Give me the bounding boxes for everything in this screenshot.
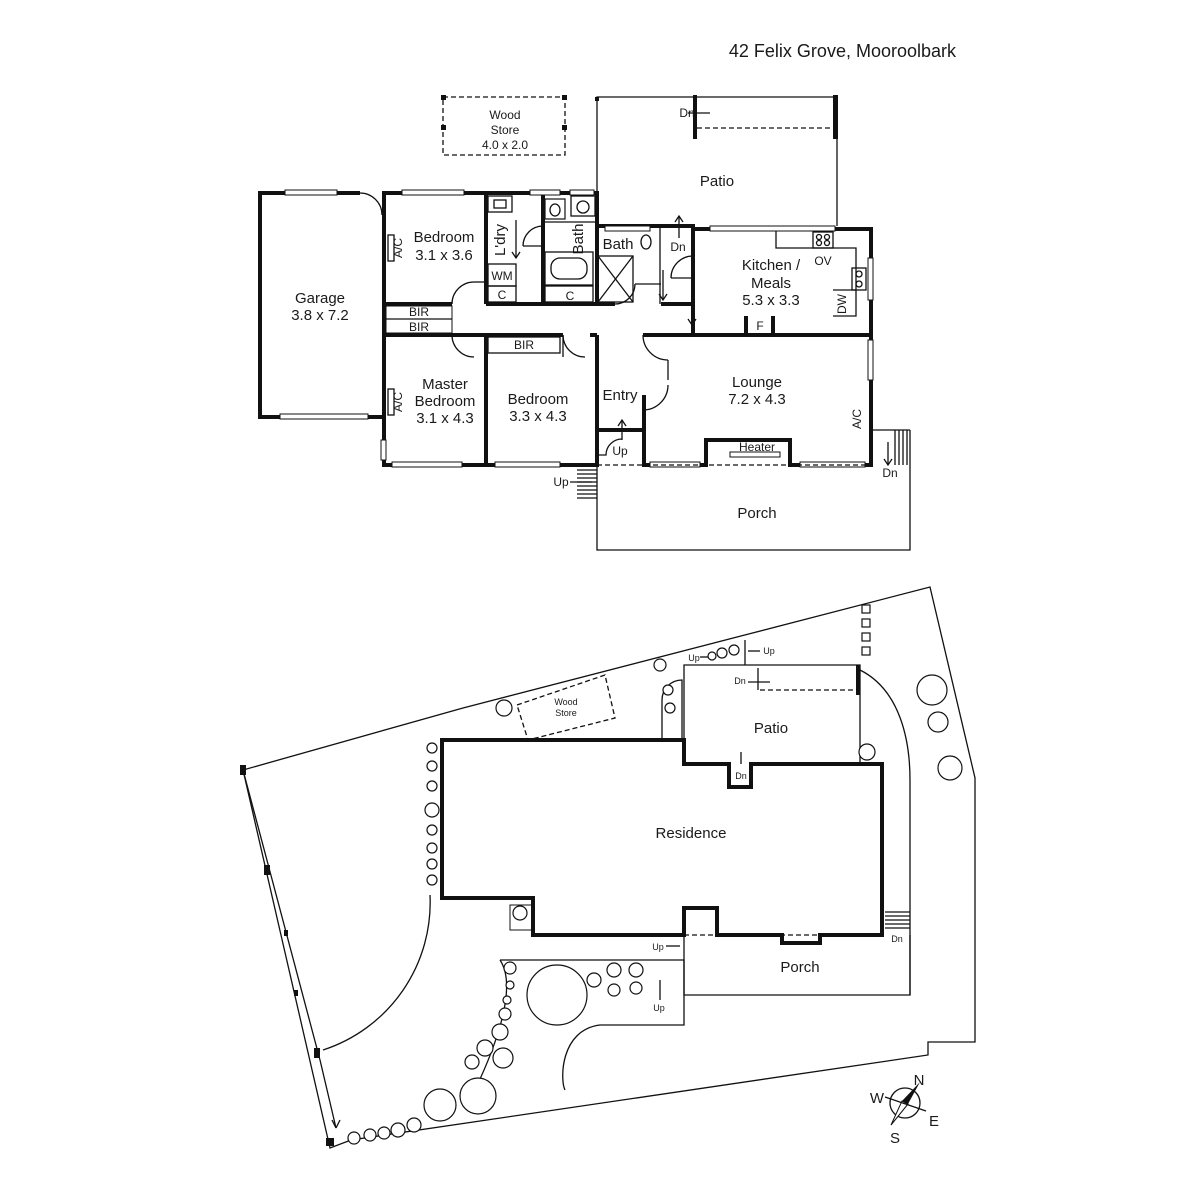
entry-label: Entry bbox=[602, 387, 638, 404]
porch-outline bbox=[596, 430, 911, 551]
house-outer-walls bbox=[382, 191, 873, 467]
site-up-1: Up bbox=[763, 646, 775, 656]
ac-label-2: A/C bbox=[391, 392, 405, 412]
ac-label-3: A/C bbox=[850, 409, 864, 429]
patio-label: Patio bbox=[700, 173, 734, 190]
site-up-2: Up bbox=[688, 653, 700, 663]
site-porch-label: Porch bbox=[780, 959, 819, 976]
site-patio bbox=[683, 664, 861, 764]
laundry-label: L'dry bbox=[492, 223, 509, 256]
bir-label-1: BIR bbox=[409, 305, 429, 319]
compass-n: N bbox=[914, 1072, 925, 1089]
site-plants bbox=[347, 644, 963, 1145]
wood-store-label-1: Wood bbox=[489, 108, 520, 122]
kitchen-label-2: Meals bbox=[751, 275, 791, 292]
kitchen-size: 5.3 x 3.3 bbox=[742, 292, 800, 309]
site-plan: Residence Dn Dn Patio Wood Store Up Up P… bbox=[240, 586, 976, 1149]
floor-plan: Wood Store 4.0 x 2.0 Dn Patio Garage 3.8… bbox=[258, 95, 911, 551]
f-label: F bbox=[756, 319, 763, 333]
kitchen-label-1: Kitchen / bbox=[742, 257, 801, 274]
master-label-2: Bedroom bbox=[415, 393, 476, 410]
site-up-4: Up bbox=[653, 1003, 665, 1013]
steps-left bbox=[577, 469, 597, 499]
site-residence bbox=[440, 738, 884, 945]
bedroom3-label: Bedroom bbox=[508, 391, 569, 408]
bedroom3-size: 3.3 x 4.3 bbox=[509, 408, 567, 425]
garage-label: Garage bbox=[295, 290, 345, 307]
stair-up-porch: Up bbox=[553, 475, 569, 489]
wood-store-label-2: Store bbox=[491, 123, 520, 137]
bir-label-2: BIR bbox=[409, 320, 429, 334]
lounge-label: Lounge bbox=[732, 374, 782, 391]
wm-label: WM bbox=[491, 269, 512, 283]
garage-size: 3.8 x 7.2 bbox=[291, 307, 349, 324]
ac-label-1: A/C bbox=[391, 238, 405, 258]
master-label-1: Master bbox=[422, 376, 468, 393]
site-steps-right bbox=[885, 911, 910, 929]
ov-label: OV bbox=[814, 254, 831, 268]
patio-outline bbox=[596, 96, 838, 226]
dw-label: DW bbox=[835, 293, 849, 314]
site-patio-label: Patio bbox=[754, 720, 788, 737]
c-label-2: C bbox=[566, 289, 575, 303]
site-wood-store-l2: Store bbox=[555, 708, 577, 718]
bath-label-2: Bath bbox=[603, 236, 634, 253]
stair-dn-kitchen: Dn bbox=[670, 240, 685, 254]
site-wood-store-l1: Wood bbox=[554, 697, 577, 707]
site-boundary bbox=[242, 586, 976, 1149]
address-title: 42 Felix Grove, Mooroolbark bbox=[729, 41, 957, 61]
wood-store-size: 4.0 x 2.0 bbox=[482, 138, 528, 152]
heater-label: Heater bbox=[739, 440, 775, 454]
stair-dn-porch: Dn bbox=[882, 466, 897, 480]
bedroom2-label: Bedroom bbox=[414, 229, 475, 246]
compass-e: E bbox=[929, 1113, 939, 1130]
kitchen-bench bbox=[775, 231, 857, 317]
compass-w: W bbox=[870, 1090, 885, 1107]
site-dn-2: Dn bbox=[734, 676, 746, 686]
site-wood-store bbox=[516, 674, 616, 741]
stair-dn-patio: Dn bbox=[679, 106, 694, 120]
site-dn-3: Dn bbox=[891, 934, 903, 944]
stair-up-entry: Up bbox=[612, 444, 628, 458]
compass: N E S W bbox=[870, 1072, 939, 1147]
porch-label: Porch bbox=[737, 505, 776, 522]
compass-s: S bbox=[890, 1130, 900, 1147]
bedroom2-size: 3.1 x 3.6 bbox=[415, 247, 473, 264]
steps-right bbox=[871, 429, 910, 465]
master-size: 3.1 x 4.3 bbox=[416, 410, 474, 427]
site-up-3: Up bbox=[652, 942, 664, 952]
bath-label-1: Bath bbox=[570, 224, 587, 255]
c-label-1: C bbox=[498, 288, 507, 302]
bir-label-3: BIR bbox=[514, 338, 534, 352]
residence-label: Residence bbox=[656, 825, 727, 842]
lounge-size: 7.2 x 4.3 bbox=[728, 391, 786, 408]
site-dn-1: Dn bbox=[735, 771, 747, 781]
